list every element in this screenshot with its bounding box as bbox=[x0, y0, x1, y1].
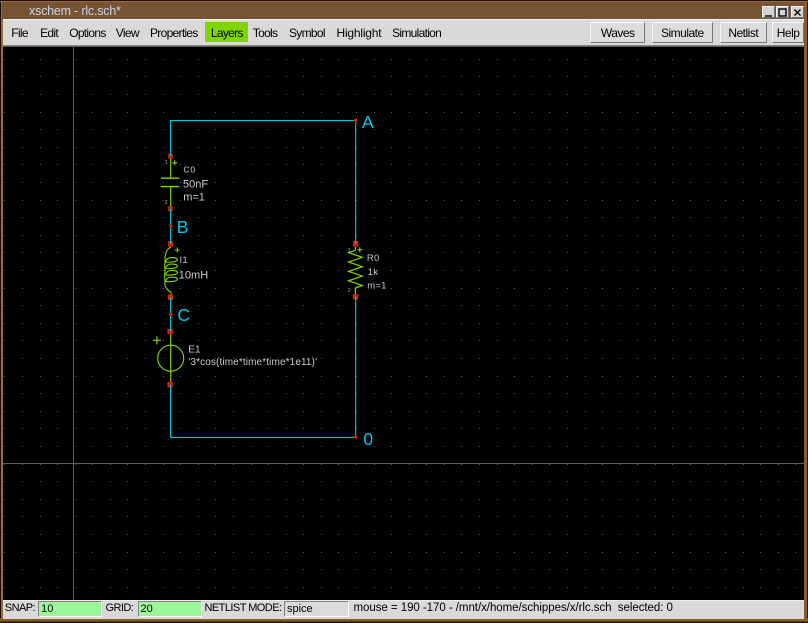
svg-text:C: C bbox=[177, 305, 190, 325]
svg-text:A: A bbox=[362, 112, 374, 132]
svg-text:R0: R0 bbox=[367, 253, 380, 264]
svg-text:'3*cos(time*time*time*1e11)': '3*cos(time*time*time*1e11)' bbox=[188, 357, 317, 368]
svg-text:2: 2 bbox=[165, 200, 168, 206]
svg-text:1k: 1k bbox=[368, 267, 379, 278]
svg-text:0: 0 bbox=[363, 429, 373, 449]
svg-text:C0: C0 bbox=[183, 165, 196, 175]
svg-text:2: 2 bbox=[348, 288, 351, 294]
svg-text:10mH: 10mH bbox=[179, 269, 208, 281]
svg-text:1: 1 bbox=[165, 160, 168, 166]
svg-text:1: 1 bbox=[348, 248, 351, 254]
svg-text:m=1: m=1 bbox=[367, 281, 386, 292]
svg-text:m=1: m=1 bbox=[183, 192, 205, 204]
svg-text:l1: l1 bbox=[180, 255, 188, 266]
svg-text:B: B bbox=[177, 217, 189, 237]
svg-text:E1: E1 bbox=[188, 345, 201, 356]
svg-text:50nF: 50nF bbox=[183, 179, 208, 191]
